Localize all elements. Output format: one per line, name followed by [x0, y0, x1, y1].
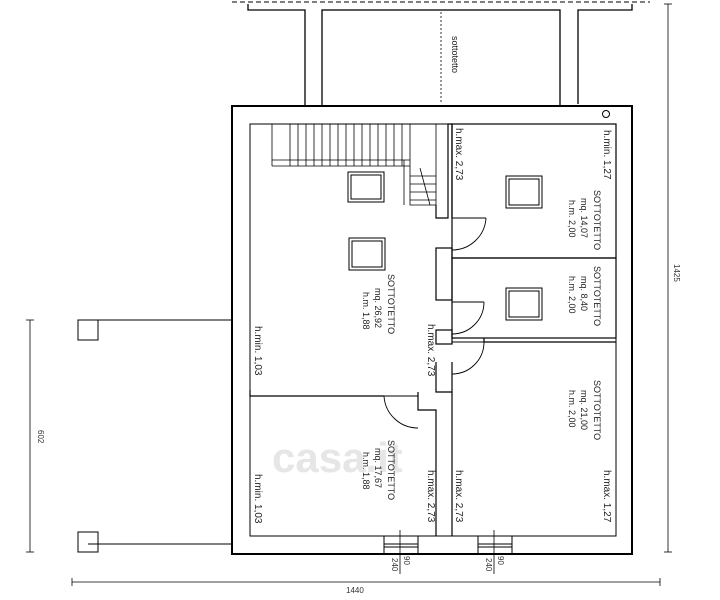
- stairs: [271, 124, 437, 206]
- room-large-hm: h.m. 1,88: [361, 292, 371, 330]
- room-low-right-area: mq. 21,00: [579, 390, 589, 430]
- room-low-right-labels: SOTTOTETTO mq. 21,00 h.m. 2,00 h.max. 1,…: [453, 380, 612, 523]
- dim-total-width: 1440: [346, 586, 364, 595]
- top-room-label: sottotetto: [450, 36, 460, 73]
- room-mid-right-name: SOTTOTETTO: [592, 266, 602, 326]
- dimension-lines: [26, 3, 672, 586]
- small-circle: [602, 110, 610, 118]
- room-large-labels: SOTTOTETTO mq. 26,92 h.m. 1,88 h.min. 1,…: [252, 128, 464, 376]
- dim-total-height: 1425: [672, 264, 681, 282]
- wall-segment-a: [435, 247, 453, 301]
- room-large-area: mq. 26,92: [373, 288, 383, 328]
- skylights: [347, 171, 543, 321]
- doors: [383, 217, 487, 429]
- room-mid-right-frame: [451, 257, 617, 339]
- room-top-right-name: SOTTOTETTO: [592, 190, 602, 250]
- top-wall-right: [577, 4, 633, 104]
- room-low-right-hm: h.m. 2,00: [567, 390, 577, 428]
- wall-segment-b: [435, 329, 453, 345]
- room-low-right-name: SOTTOTETTO: [592, 380, 602, 440]
- dim-win1-a: 90: [402, 556, 411, 565]
- room-mid-right-labels: SOTTOTETTO mq. 8,40 h.m. 2,00: [567, 266, 602, 326]
- room-low-left-hmin: h.min. 1,03: [252, 474, 263, 524]
- room-top-right-hm: h.m. 2,00: [567, 200, 577, 238]
- room-top-right-hmin: h.min. 1,27: [601, 130, 612, 180]
- room-large-hmin: h.min. 1,03: [252, 326, 263, 376]
- dim-win2-b: 240: [484, 558, 493, 572]
- room-mid-right-area: mq. 8,40: [579, 276, 589, 311]
- room-top-right-frame: [451, 123, 617, 259]
- room-low-left-name: SOTTOTETTO: [386, 440, 396, 500]
- room-large-hmax: h.max. 2,73: [453, 128, 464, 181]
- room-large-name: SOTTOTETTO: [386, 274, 396, 334]
- room-mid-right-hm: h.m. 2,00: [567, 276, 577, 314]
- bottom-windows: [383, 535, 513, 555]
- watermark: casa.it: [272, 434, 403, 481]
- room-top-right-area: mq. 14,07: [579, 198, 589, 238]
- dim-win2-a: 90: [496, 556, 505, 565]
- room-low-left-hm: h.m. 1,88: [361, 452, 371, 490]
- partition-center: [435, 123, 453, 219]
- dim-win1-b: 240: [390, 558, 399, 572]
- room-low-left-area: mq. 17,67: [373, 448, 383, 488]
- dim-left-height: 602: [36, 430, 45, 444]
- corridor-hmax: h.max. 2,73: [425, 324, 436, 377]
- room-low-left-labels: SOTTOTETTO mq. 17,67 h.m. 1,88 h.min. 1,…: [252, 440, 436, 524]
- wall-segment-c: [435, 362, 453, 393]
- outer-wall: [231, 105, 633, 555]
- room-low-left-hmax: h.max. 2,73: [425, 470, 436, 523]
- wall-segment-d: [417, 392, 437, 536]
- room-low-right-hmin: h.max. 1,27: [601, 470, 612, 523]
- balcony-left: [77, 319, 232, 553]
- room-top-right-labels: SOTTOTETTO mq. 14,07 h.m. 2,00 h.min. 1,…: [567, 130, 612, 250]
- room-low-right-hmax: h.max. 2,73: [453, 470, 464, 523]
- room-low-right-top: [483, 338, 616, 343]
- top-wall-left: [247, 4, 306, 106]
- room-low-left-top: [249, 390, 384, 397]
